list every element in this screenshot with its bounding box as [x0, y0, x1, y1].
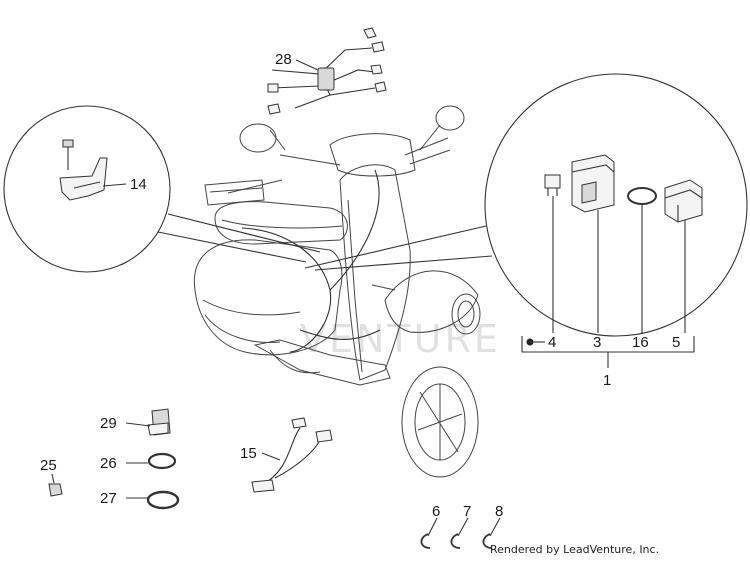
- callout-16: 16: [632, 334, 649, 351]
- callout-15: 15: [240, 445, 257, 462]
- callout-6: 6: [432, 503, 440, 520]
- callout-5: 5: [672, 334, 680, 351]
- harness-28: 28: [267, 27, 387, 115]
- clip-8: 8: [482, 503, 503, 549]
- small-part-27: 27: [100, 490, 180, 510]
- callout-4: 4: [548, 334, 556, 351]
- callout-27: 27: [100, 490, 117, 507]
- callout-1: 1: [603, 372, 611, 389]
- detail-circle-right: 4 3 16 5 1: [304, 73, 748, 389]
- harness-15: 15: [240, 417, 333, 493]
- render-credit: Rendered by LeadVenture, Inc.: [490, 543, 659, 556]
- callout-26: 26: [100, 455, 117, 472]
- callout-25: 25: [40, 457, 57, 474]
- clip-6: 6: [420, 503, 440, 549]
- callout-7: 7: [463, 503, 471, 520]
- callout-14: 14: [130, 176, 147, 193]
- callout-8: 8: [495, 503, 503, 520]
- small-part-26: 26: [100, 452, 177, 472]
- scooter-illustration: [193, 105, 481, 478]
- detail-circle-left: 14: [3, 105, 321, 273]
- clip-7: 7: [450, 503, 471, 549]
- callout-3: 3: [593, 334, 601, 351]
- small-part-29: 29: [100, 408, 171, 436]
- callout-29: 29: [100, 415, 117, 432]
- callout-28: 28: [275, 51, 292, 68]
- small-part-25: 25: [40, 457, 63, 497]
